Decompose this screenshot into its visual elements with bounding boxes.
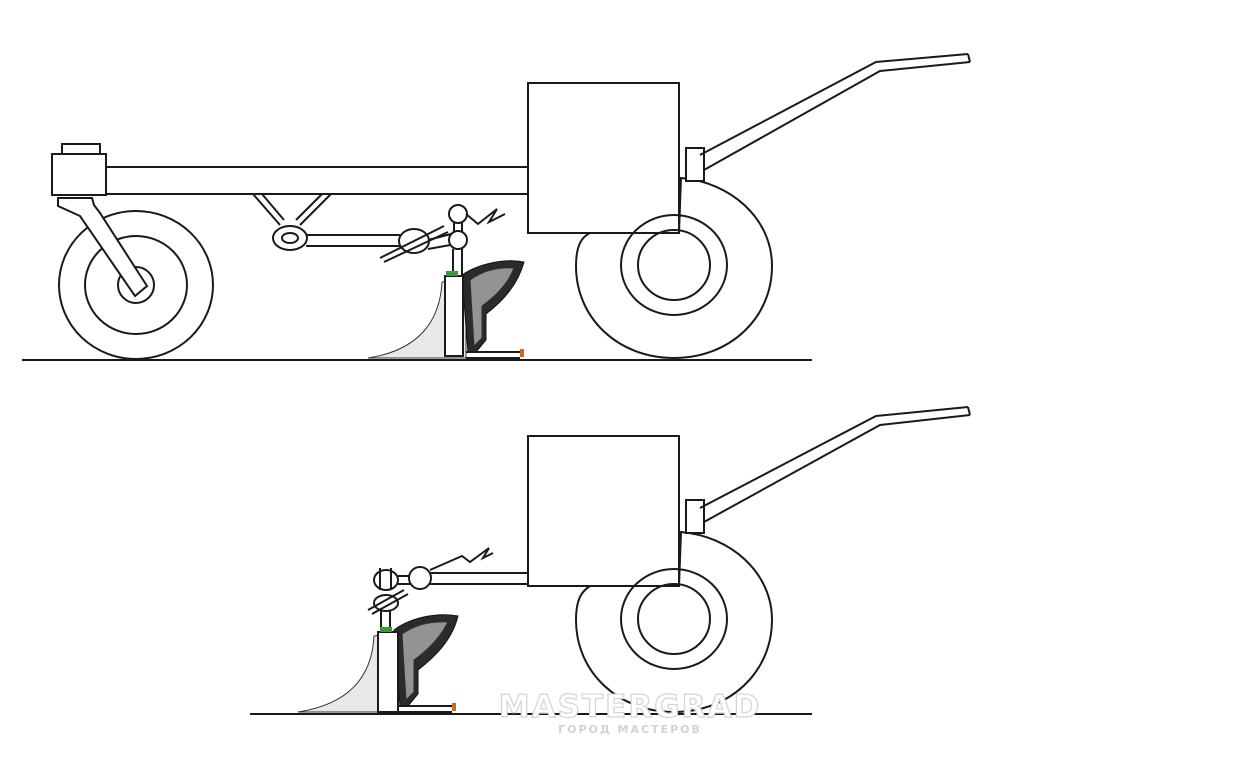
top-front-fork	[57, 197, 149, 298]
bottom-drawing	[250, 406, 971, 715]
top-plow-body	[367, 260, 525, 359]
bottom-hitch-bar	[367, 547, 528, 632]
top-drawing	[22, 53, 971, 361]
top-hitch-bar	[306, 204, 506, 276]
bottom-rear-wheel	[574, 530, 774, 714]
bottom-handlebar	[685, 406, 971, 534]
top-v-bracket	[252, 193, 332, 251]
top-engine-box	[527, 82, 680, 234]
bottom-engine-box	[527, 435, 680, 587]
top-frame-beam	[105, 166, 531, 195]
top-front-box	[51, 143, 107, 196]
top-rear-wheel	[574, 176, 774, 360]
top-handlebar	[685, 53, 971, 182]
bottom-plow-body	[297, 614, 459, 713]
